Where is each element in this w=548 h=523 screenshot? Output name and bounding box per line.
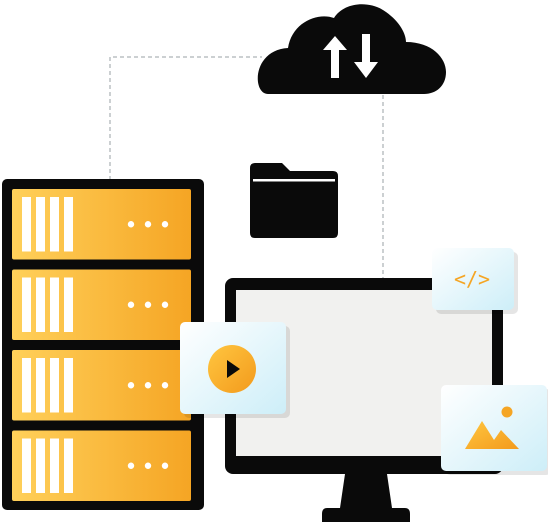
code-card: </> <box>432 248 518 314</box>
drive-slot <box>22 277 31 332</box>
video-card <box>180 322 290 418</box>
drive-slot <box>36 197 45 252</box>
server-rack <box>2 179 204 510</box>
monitor-stand <box>322 474 410 522</box>
drive-slot <box>64 277 73 332</box>
drive-slot <box>36 438 45 493</box>
image-card <box>441 385 548 475</box>
code-icon: </> <box>454 267 490 291</box>
drive-slot <box>50 358 59 413</box>
status-dot <box>127 221 135 228</box>
image-icon <box>465 406 519 449</box>
server-unit <box>12 189 191 260</box>
status-dot <box>161 382 169 389</box>
drive-slot <box>50 277 59 332</box>
server-unit <box>12 269 191 340</box>
status-dot <box>161 462 169 469</box>
drive-slot <box>22 358 31 413</box>
status-dot <box>144 382 152 389</box>
status-dot <box>127 462 135 469</box>
server-unit <box>12 350 191 421</box>
drive-slot <box>36 358 45 413</box>
drive-slot <box>64 438 73 493</box>
drive-slot <box>22 438 31 493</box>
status-dot <box>144 221 152 228</box>
server-unit <box>12 430 191 501</box>
drive-slot <box>22 197 31 252</box>
download-arrow <box>354 34 378 78</box>
status-dot <box>127 382 135 389</box>
status-dot <box>144 301 152 308</box>
drive-slot <box>50 197 59 252</box>
drive-slot <box>64 197 73 252</box>
connector-lines <box>109 56 384 281</box>
status-dot <box>161 301 169 308</box>
status-dot <box>127 301 135 308</box>
drive-slot <box>64 358 73 413</box>
drive-slot <box>36 277 45 332</box>
drive-slot <box>50 438 59 493</box>
play-icon <box>227 360 240 378</box>
status-dot <box>144 462 152 469</box>
upload-arrow <box>323 36 347 78</box>
status-dot <box>161 221 169 228</box>
cloud-upload-download-icon <box>257 4 446 95</box>
folder-icon <box>250 163 338 238</box>
